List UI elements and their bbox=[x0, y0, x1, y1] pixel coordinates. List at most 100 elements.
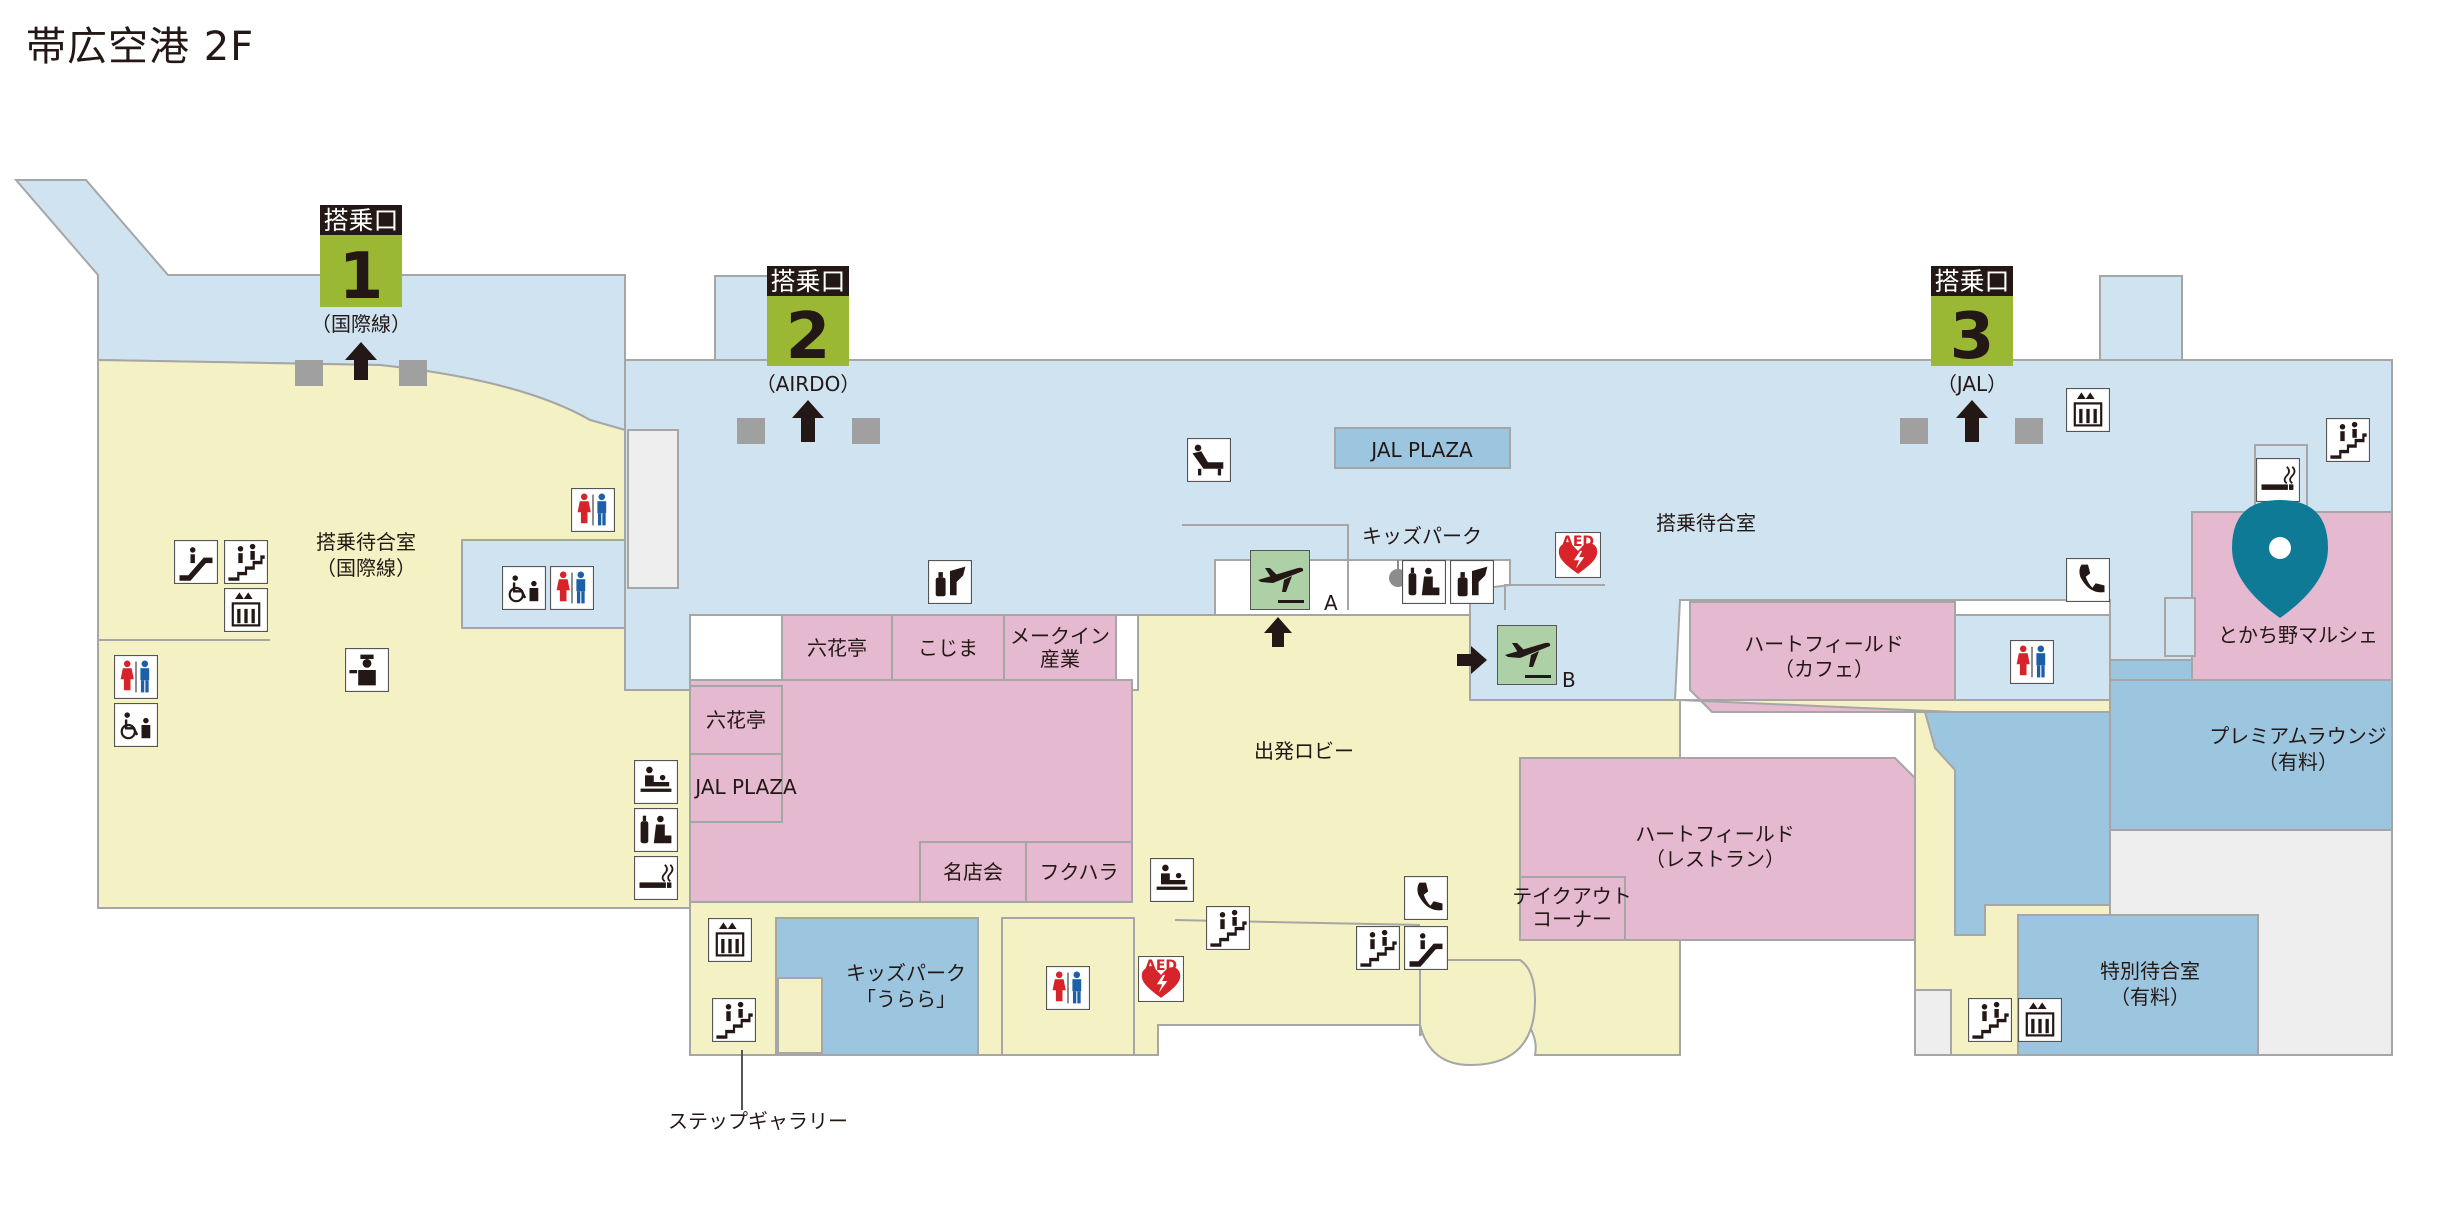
accessible-restroom-icon bbox=[502, 566, 546, 610]
lobby-bay bbox=[1419, 959, 1537, 1067]
shop-rokkatei-2 bbox=[689, 685, 783, 755]
svg-text:搭乗口: 搭乗口 bbox=[770, 267, 845, 296]
aed-icon: AED bbox=[1555, 532, 1601, 578]
escalator-icon bbox=[1404, 926, 1448, 970]
label-heartfield-cafe-1: ハートフィールド bbox=[1744, 632, 1904, 656]
takeout-corner bbox=[1519, 876, 1626, 941]
label-takeout-2: コーナー bbox=[1532, 907, 1612, 931]
accessible-restroom-icon bbox=[114, 703, 158, 747]
label-rokkatei-2: 六花亭 bbox=[706, 708, 766, 732]
label-special-1: 特別待合室 bbox=[2100, 959, 2200, 983]
label-tokachino: とかち野マルシェ bbox=[2218, 623, 2378, 647]
milk-station-icon bbox=[928, 560, 972, 604]
label-jal-plaza-top: JAL PLAZA bbox=[1369, 438, 1473, 462]
shop-meitenkai bbox=[919, 841, 1027, 903]
svg-text:搭乗口: 搭乗口 bbox=[1934, 267, 2009, 296]
gate-3: 搭乗口 3 （JAL） bbox=[1900, 266, 2043, 444]
nursing-room-icon bbox=[634, 760, 678, 804]
shop-fukuhara bbox=[1025, 841, 1133, 903]
elevator-icon bbox=[2066, 388, 2110, 432]
smoking-area-icon bbox=[2256, 458, 2300, 502]
baby-care-icon bbox=[1402, 560, 1446, 604]
stairs-icon bbox=[1206, 906, 1250, 950]
gate-2: 搭乗口 2 （AIRDO） bbox=[737, 266, 880, 444]
label-special-2: （有料） bbox=[2110, 985, 2190, 1009]
label-make-in-1: メークイン bbox=[1010, 624, 1110, 648]
label-heartfield-cafe-2: （カフェ） bbox=[1774, 657, 1874, 681]
stairs-icon bbox=[1968, 998, 2012, 1042]
label-kids-urara-1: キッズパーク bbox=[846, 961, 966, 985]
kids-park-outline bbox=[1182, 524, 1349, 610]
nursing-room-icon bbox=[1150, 858, 1194, 902]
restroom-icon bbox=[114, 655, 158, 699]
phone-icon bbox=[2066, 558, 2110, 602]
gate-1: 搭乗口 1 （国際線） bbox=[295, 205, 427, 386]
smoking-area-icon bbox=[634, 856, 678, 900]
stairs-icon bbox=[1356, 926, 1400, 970]
phone-icon bbox=[1404, 876, 1448, 920]
wall-block bbox=[627, 429, 679, 589]
svg-text:（AIRDO）: （AIRDO） bbox=[756, 372, 861, 396]
stairs-icon bbox=[224, 540, 268, 584]
label-meitenkai: 名店会 bbox=[943, 860, 1003, 884]
premium-lounge bbox=[2109, 679, 2393, 831]
shop-make-in bbox=[1003, 614, 1117, 681]
label-rokkatei-1: 六花亭 bbox=[807, 636, 867, 660]
milk-station-icon bbox=[1450, 560, 1494, 604]
label-fukuhara: フクハラ bbox=[1040, 860, 1119, 884]
elevator-icon bbox=[2018, 998, 2062, 1042]
shop-kojima bbox=[891, 614, 1005, 681]
label-takeout-1: テイクアウト bbox=[1512, 884, 1632, 908]
arrow-up-icon bbox=[1956, 400, 1988, 442]
svg-text:（JAL）: （JAL） bbox=[1937, 372, 2007, 396]
elevator-icon bbox=[708, 918, 752, 962]
departure-b-icon bbox=[1497, 625, 1557, 685]
massage-chair-icon bbox=[1187, 438, 1231, 482]
restroom-icon bbox=[571, 488, 615, 532]
arrow-up-icon bbox=[1264, 617, 1292, 647]
heartfield-cafe bbox=[1689, 601, 1956, 713]
security-icon bbox=[345, 648, 389, 692]
svg-text:AED: AED bbox=[1562, 534, 1594, 550]
label-waiting-dom: 搭乗待合室 bbox=[1656, 511, 1756, 535]
svg-text:AED: AED bbox=[1145, 958, 1177, 974]
label-premium-1: プレミアムラウンジ bbox=[2209, 724, 2387, 748]
kids-park-outline-2 bbox=[1504, 584, 1605, 610]
label-check-b: B bbox=[1562, 668, 1576, 692]
gate3-alcove bbox=[2099, 275, 2183, 361]
arrow-up-icon bbox=[792, 400, 824, 442]
restroom-icon bbox=[550, 566, 594, 610]
label-kids-urara-2: 「うらら」 bbox=[856, 987, 956, 1011]
location-pin-icon bbox=[2232, 500, 2328, 618]
label-kojima: こじま bbox=[918, 636, 978, 660]
label-waiting-intl: 搭乗待合室 bbox=[316, 530, 416, 554]
tokachino-inner bbox=[2164, 597, 2196, 657]
escalator-icon bbox=[174, 540, 218, 584]
svg-text:（国際線）: （国際線） bbox=[311, 312, 411, 336]
gray-corner bbox=[1914, 989, 1952, 1056]
departure-a-icon bbox=[1250, 550, 1310, 610]
label-heartfield-rest-2: （レストラン） bbox=[1645, 847, 1785, 871]
intl-waiting-area bbox=[97, 358, 691, 909]
elevator-icon bbox=[224, 588, 268, 632]
domestic-gate-corridor bbox=[625, 275, 773, 361]
svg-text:搭乗口: 搭乗口 bbox=[323, 206, 398, 235]
label-heartfield-rest-1: ハートフィールド bbox=[1635, 822, 1795, 846]
svg-text:2: 2 bbox=[786, 300, 831, 374]
aed-icon: AED bbox=[1138, 956, 1184, 1002]
label-premium-2: （有料） bbox=[2258, 750, 2338, 774]
svg-text:1: 1 bbox=[339, 240, 384, 314]
stairs-icon bbox=[712, 998, 756, 1042]
restroom-icon bbox=[1046, 966, 1090, 1010]
arrow-right-icon bbox=[1457, 646, 1487, 674]
shop-jal-plaza-left bbox=[689, 753, 783, 823]
svg-text:3: 3 bbox=[1950, 300, 1995, 374]
label-waiting-intl-sub: （国際線） bbox=[316, 556, 416, 580]
label-departure-lobby: 出発ロビー bbox=[1254, 739, 1354, 763]
restroom-icon bbox=[2010, 640, 2054, 684]
label-make-in-2: 産業 bbox=[1040, 647, 1080, 671]
label-jal-plaza-left: JAL PLAZA bbox=[693, 775, 797, 799]
label-check-a: A bbox=[1324, 591, 1338, 615]
jal-plaza-top bbox=[1334, 427, 1511, 469]
